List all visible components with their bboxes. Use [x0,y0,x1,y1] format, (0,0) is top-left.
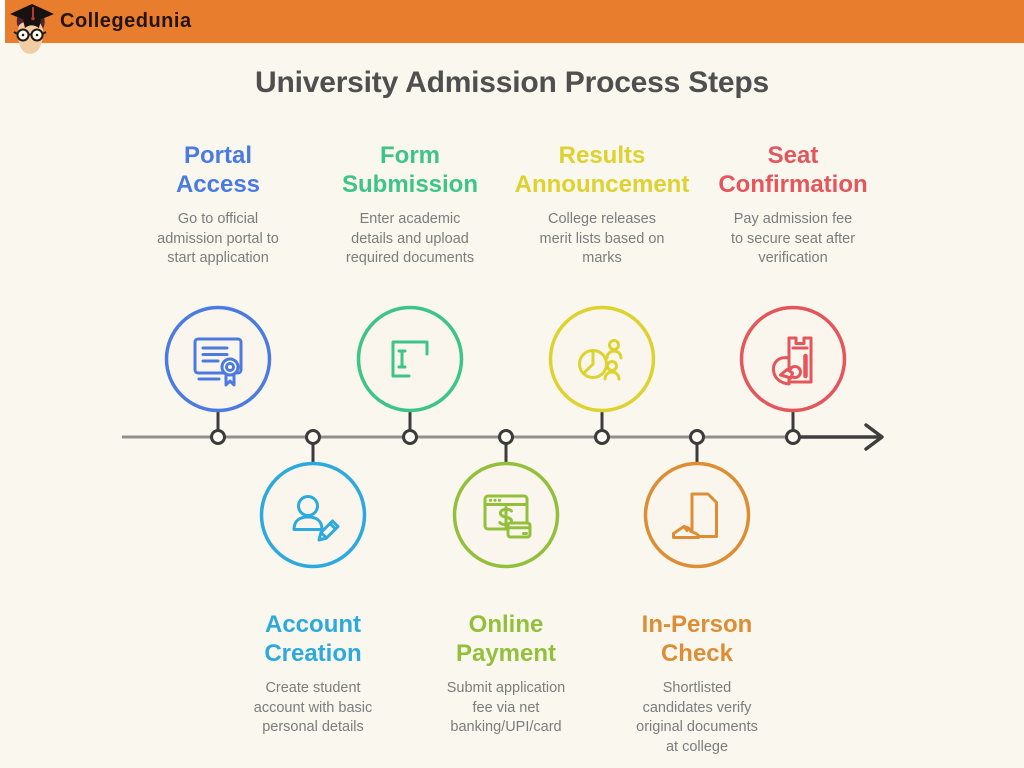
step-description: Shortlisted candidates verify original d… [636,680,758,755]
timeline-arrow-icon [864,423,884,451]
step-description: Pay admission fee to secure seat after v… [730,211,856,266]
timeline-node [689,429,705,445]
collegedunia-logo-icon [10,4,54,54]
header-edge-strip [0,0,5,43]
step-label: Account Creation [264,611,362,667]
step-form-submission: Form Submission Enter academic details a… [310,141,510,269]
document-hand-icon [643,461,751,569]
certificate-icon [164,305,272,413]
step-results-announcement: Results Announcement College releases me… [502,141,702,269]
step-online-payment: Online Payment Submit application fee vi… [406,610,606,738]
timeline-node [594,429,610,445]
text-input-icon [356,305,464,413]
ticket-hand-icon [739,305,847,413]
step-label: Portal Access [175,142,261,198]
step-seat-confirmation: Seat Confirmation Pay admission fee to s… [693,141,893,269]
step-description: Submit application fee via net banking/U… [446,680,566,735]
step-label: Results Announcement [514,142,690,198]
step-account-creation: Account Creation Create student account … [213,610,413,738]
step-description: Go to official admission portal to start… [157,211,279,266]
timeline-node [498,429,514,445]
page-title: University Admission Process Steps [255,66,769,99]
step-label: Seat Confirmation [718,142,868,198]
pie-chart-people-icon [548,305,656,413]
timeline-node [210,429,226,445]
header-bar [0,0,1024,43]
step-label: Online Payment [455,611,557,667]
step-description: Enter academic details and upload requir… [345,211,475,266]
timeline-node [402,429,418,445]
payment-window-card-icon [452,461,560,569]
step-label: Form Submission [341,142,479,198]
step-description: Create student account with basic person… [253,680,373,735]
step-label: In-Person Check [641,611,753,667]
timeline-connectors [216,409,795,464]
step-description: College releases merit lists based on ma… [539,211,665,266]
step-in-person-check: In-Person Check Shortlisted candidates v… [597,610,797,757]
user-edit-icon [259,461,367,569]
brand-name: Collegedunia [60,10,192,32]
timeline-nodes [210,429,801,445]
step-portal-access: Portal Access Go to official admission p… [118,141,318,269]
timeline-node [785,429,801,445]
timeline-node [305,429,321,445]
timeline-axis [122,409,884,464]
